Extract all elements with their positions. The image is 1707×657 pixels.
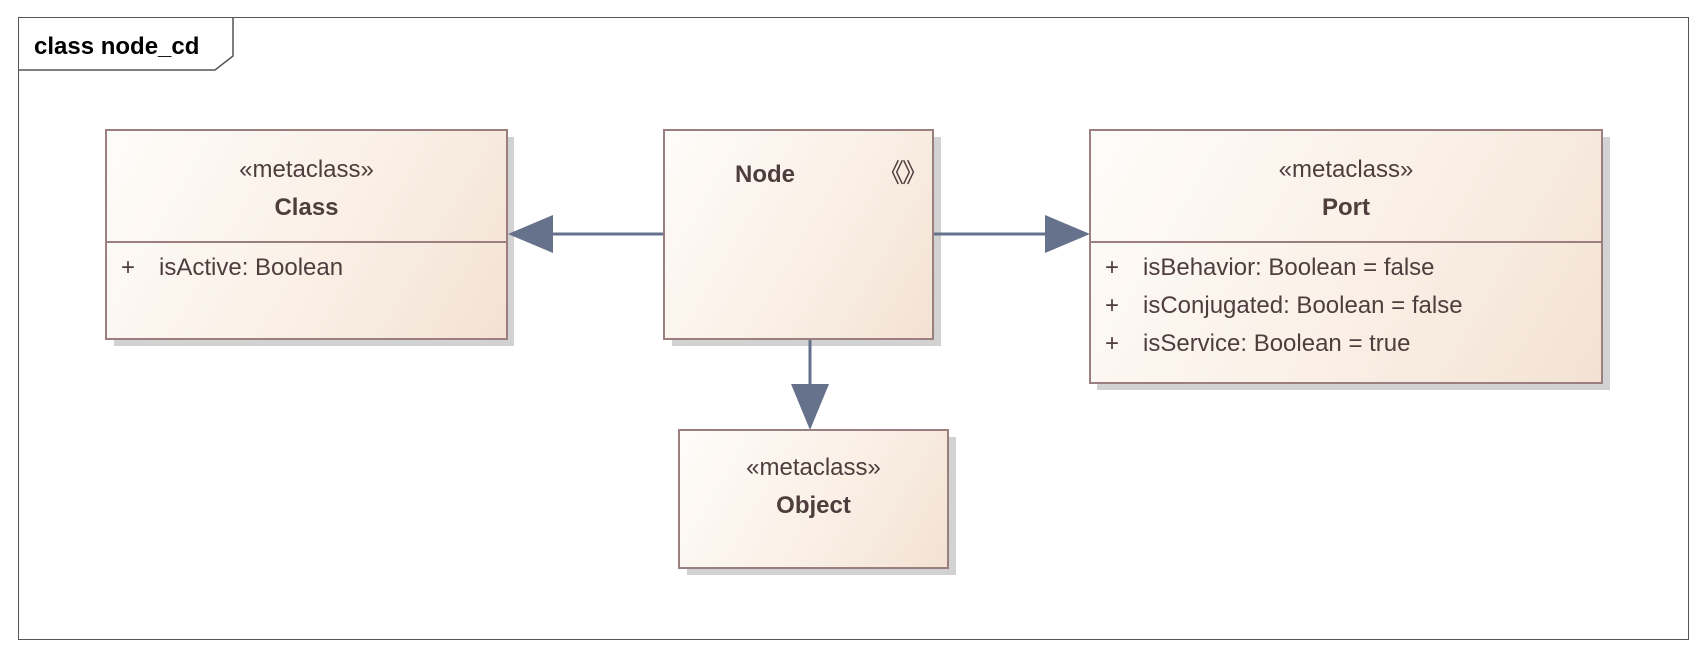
attribute-text: isConjugated: Boolean = false: [1143, 292, 1463, 319]
connector-node-to-class[interactable]: [508, 215, 663, 253]
attribute-text: isActive: Boolean: [159, 254, 344, 281]
class-box-metaclass-port[interactable]: «metaclass» Port + isBehavior: Boolean =…: [1089, 129, 1603, 384]
attribute-text: isService: Boolean = true: [1143, 330, 1411, 357]
node-box[interactable]: Node 《》: [663, 129, 934, 340]
class-name: Port: [1322, 194, 1370, 221]
visibility-marker: +: [1105, 292, 1120, 319]
class-name: Object: [776, 492, 851, 519]
attribute-list: + isBehavior: Boolean = false + isConjug…: [1091, 243, 1601, 363]
connector-node-to-object[interactable]: [791, 340, 829, 430]
class-box-metaclass-object[interactable]: «metaclass» Object: [678, 429, 949, 569]
frame-title-tab: [19, 18, 234, 71]
compartment-divider: [1091, 241, 1601, 243]
stereotype-label: «metaclass»: [239, 156, 374, 183]
attribute-list: + isActive: Boolean: [107, 243, 506, 287]
arrowhead-icon: [508, 215, 553, 253]
diagram-frame: class node_cd: [18, 17, 1689, 640]
attribute-row[interactable]: + isConjugated: Boolean = false: [1091, 287, 1601, 325]
attribute-text: isBehavior: Boolean = false: [1143, 254, 1435, 281]
stereotype-chevrons-icon: 《》: [878, 159, 928, 189]
class-name: Class: [274, 194, 339, 221]
stereotype-label: «metaclass»: [1278, 156, 1414, 183]
class-box-metaclass-class[interactable]: «metaclass» Class + isActive: Boolean: [105, 129, 508, 340]
compartment-divider: [107, 241, 506, 243]
visibility-marker: +: [121, 254, 136, 281]
arrowhead-icon: [791, 384, 829, 430]
diagram-title: class node_cd: [34, 33, 200, 60]
attribute-row[interactable]: + isActive: Boolean: [107, 249, 506, 287]
node-name: Node: [735, 161, 795, 188]
connector-node-to-port[interactable]: [933, 215, 1090, 253]
attribute-row[interactable]: + isService: Boolean = true: [1091, 325, 1601, 363]
stereotype-label: «metaclass»: [746, 454, 881, 481]
visibility-marker: +: [1105, 330, 1120, 357]
attribute-row[interactable]: + isBehavior: Boolean = false: [1091, 249, 1601, 287]
arrowhead-icon: [1045, 215, 1090, 253]
visibility-marker: +: [1105, 254, 1120, 281]
